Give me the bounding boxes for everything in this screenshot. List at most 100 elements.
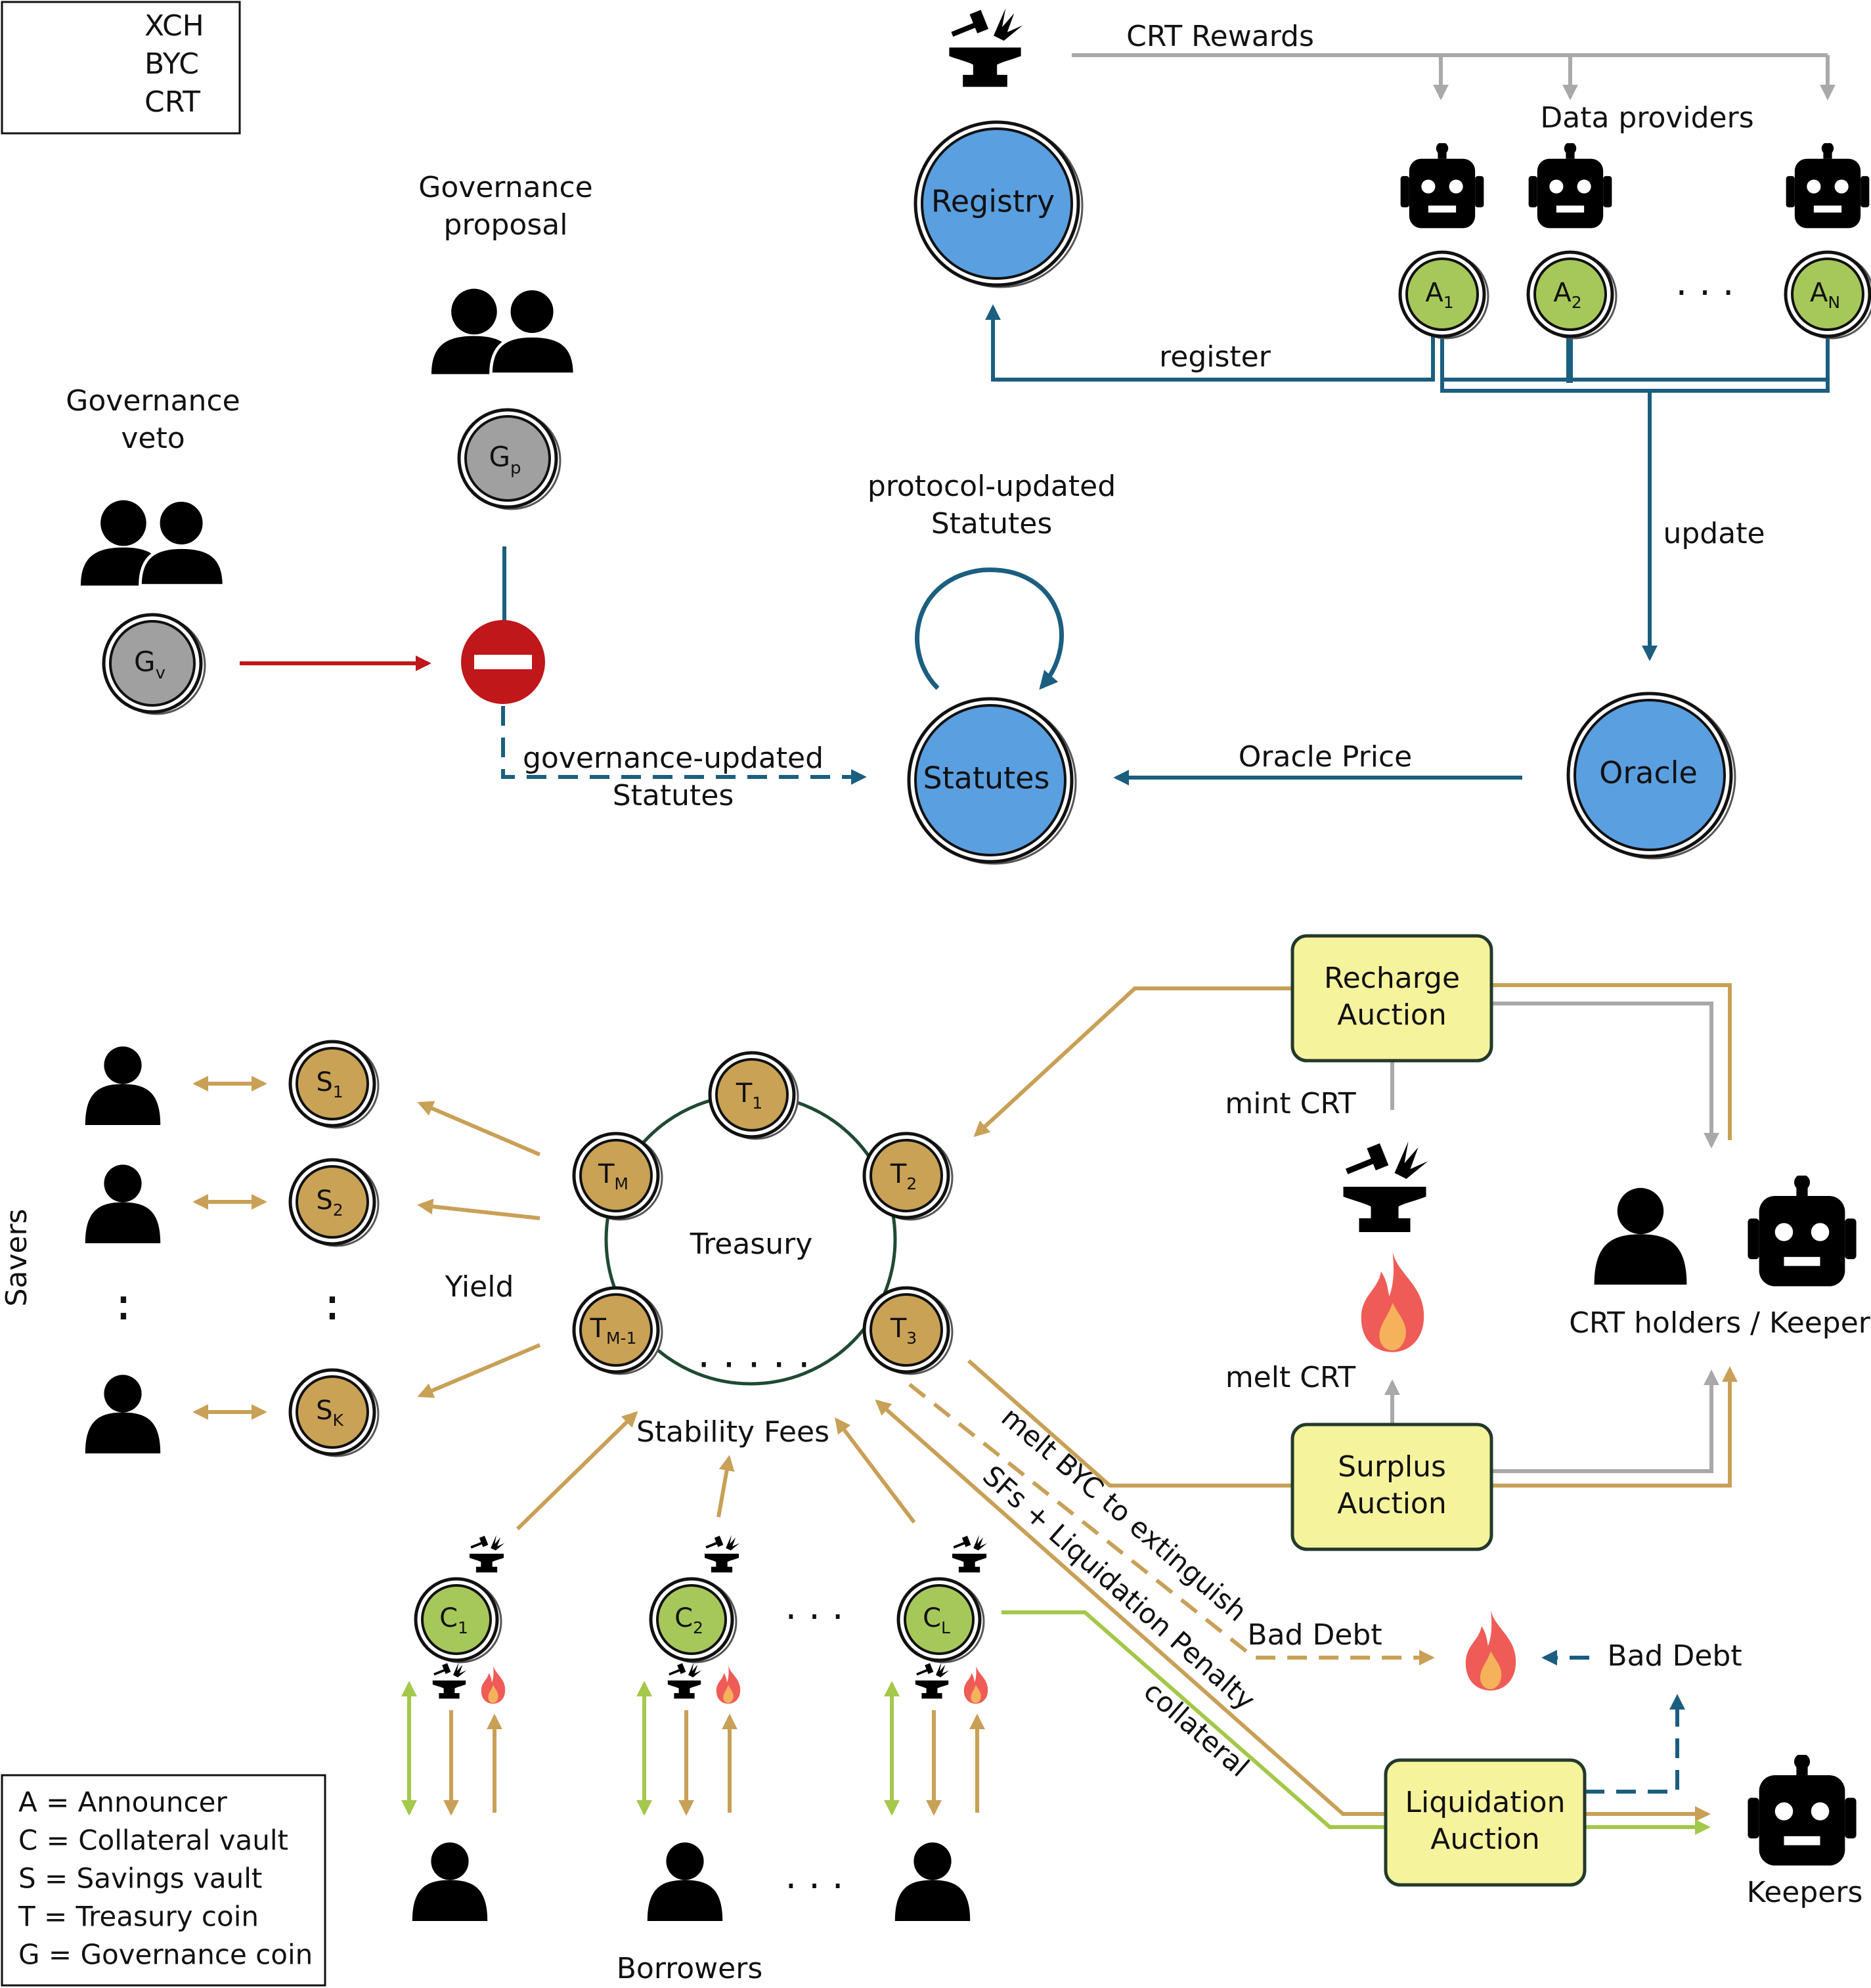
anvil-icon bbox=[949, 8, 1023, 87]
coin-label: C1 bbox=[439, 1603, 468, 1637]
sf-arrow-3 bbox=[835, 1417, 916, 1524]
crt-holder-person-icon bbox=[1594, 1187, 1687, 1285]
auction-label-1: Liquidation bbox=[1405, 1786, 1566, 1819]
coin-face bbox=[296, 1165, 369, 1239]
borrower-person-icon bbox=[894, 1842, 971, 1921]
legend-label-crt: CRT bbox=[144, 85, 200, 119]
surplus-crt-arrow bbox=[1491, 1369, 1719, 1473]
coin-face bbox=[464, 415, 551, 502]
crt-rewards-label: CRT Rewards bbox=[1126, 20, 1314, 53]
coin-label: S2 bbox=[316, 1185, 343, 1220]
coin-label: TM bbox=[598, 1159, 628, 1193]
yield-arrow-2 bbox=[417, 1199, 540, 1220]
saver-person-icon bbox=[85, 1375, 161, 1453]
treasury-label: Treasury bbox=[690, 1227, 813, 1261]
bad-debt-label-1: Bad Debt bbox=[1247, 1618, 1382, 1652]
announcer-coin: AN bbox=[1784, 250, 1871, 340]
yield-arrow-1 bbox=[417, 1101, 541, 1157]
coin-label: C2 bbox=[674, 1603, 703, 1637]
gov-updated-label-2: Statutes bbox=[613, 779, 734, 812]
protocol-loop-arrow bbox=[915, 567, 1064, 690]
recharge-crt-arrow bbox=[1491, 1002, 1719, 1149]
stability-fees-label: Stability Fees bbox=[636, 1415, 829, 1449]
auction-label-2: Auction bbox=[1337, 998, 1446, 1032]
coin-face bbox=[1533, 257, 1607, 331]
coin-label: SK bbox=[316, 1396, 343, 1430]
collateral-ellipsis: · · · bbox=[785, 1596, 843, 1639]
coin-label: T1 bbox=[736, 1078, 762, 1113]
statutes-label: Statutes bbox=[923, 761, 1050, 796]
announcer-ellipsis: · · · bbox=[1675, 272, 1734, 315]
anvil-icon bbox=[469, 1535, 505, 1573]
oracle-label: Oracle bbox=[1599, 755, 1698, 791]
legend-abbreviation: C = Collateral vault bbox=[18, 1824, 288, 1857]
coin-face bbox=[579, 1139, 653, 1212]
auction-label-1: Surplus bbox=[1338, 1450, 1446, 1484]
auction-box bbox=[1384, 1758, 1587, 1887]
melt-crt-label: melt CRT bbox=[1225, 1361, 1355, 1394]
collateral-coin: CL bbox=[896, 1577, 985, 1664]
savings-coin: SK bbox=[288, 1368, 380, 1457]
coin-face bbox=[1791, 257, 1864, 331]
liquidation-bad-debt-arrow bbox=[1585, 1694, 1685, 1794]
coin-face bbox=[869, 1293, 943, 1367]
sf-arrow-1 bbox=[516, 1411, 638, 1531]
coin-label: CL bbox=[923, 1603, 950, 1637]
savers-ellipsis: · bbox=[115, 1270, 131, 1331]
flame-icon bbox=[1361, 1252, 1424, 1352]
robot-icon bbox=[1786, 143, 1870, 229]
data-providers-label: Data providers bbox=[1540, 101, 1753, 135]
registry-label: Registry bbox=[931, 184, 1055, 219]
auction-label-2: Auction bbox=[1430, 1822, 1539, 1856]
legend-abbreviation: A = Announcer bbox=[18, 1786, 227, 1819]
governance-group-icon bbox=[81, 500, 224, 586]
treasury-to-surplus bbox=[967, 1359, 1292, 1488]
yield-arrow-3 bbox=[417, 1343, 541, 1398]
registry-coin bbox=[913, 120, 1084, 288]
flame-icon bbox=[1465, 1610, 1516, 1690]
legend-flows-box bbox=[1, 1, 241, 135]
gov-veto-label-2: veto bbox=[121, 422, 185, 455]
coin-label: AN bbox=[1810, 278, 1840, 312]
gov-updated-label-1: governance-updated bbox=[523, 741, 824, 775]
coin-face bbox=[109, 620, 196, 707]
keeper-robot-icon bbox=[1748, 1755, 1857, 1866]
savings-coin: S1 bbox=[288, 1040, 380, 1129]
legend-abbreviation: S = Savings vault bbox=[18, 1863, 262, 1895]
anvil-icon bbox=[432, 1662, 467, 1699]
anvil-icon bbox=[704, 1535, 740, 1573]
flame-icon bbox=[716, 1665, 741, 1704]
anvil-icon bbox=[915, 1662, 950, 1699]
coin-face bbox=[869, 1139, 943, 1212]
auction-box bbox=[1290, 1423, 1493, 1551]
oracle-price-label: Oracle Price bbox=[1239, 740, 1413, 774]
borrower-person-icon bbox=[412, 1842, 488, 1921]
governance-group-icon bbox=[431, 289, 575, 374]
coin-face bbox=[296, 1375, 369, 1449]
coin-face bbox=[579, 1293, 653, 1367]
legend-label-byc: BYC bbox=[144, 47, 199, 81]
collateral-line bbox=[1002, 1610, 1386, 1829]
legend-label-xch: XCH bbox=[144, 9, 204, 43]
robot-icon bbox=[1400, 143, 1484, 229]
mint-crt-label: mint CRT bbox=[1225, 1087, 1355, 1120]
auction-box bbox=[1290, 934, 1493, 1063]
coin-face bbox=[1405, 257, 1479, 331]
coin-label: S1 bbox=[316, 1067, 343, 1101]
coin-face bbox=[715, 1058, 789, 1132]
collateral-coin: C2 bbox=[649, 1577, 737, 1664]
treasury-coin: T2 bbox=[862, 1132, 954, 1221]
register-bus-2 bbox=[1566, 335, 1573, 383]
update-label: update bbox=[1663, 517, 1765, 550]
legend-abbr-box bbox=[1, 1774, 326, 1987]
protocol-updated-label-2: Statutes bbox=[931, 507, 1053, 541]
anvil-icon bbox=[667, 1662, 702, 1699]
announcer-coin: A2 bbox=[1526, 250, 1618, 340]
edges bbox=[18, 21, 1836, 1835]
auction-label-2: Auction bbox=[1337, 1487, 1446, 1520]
treasury-ellipsis: · · · · · bbox=[697, 1342, 810, 1388]
